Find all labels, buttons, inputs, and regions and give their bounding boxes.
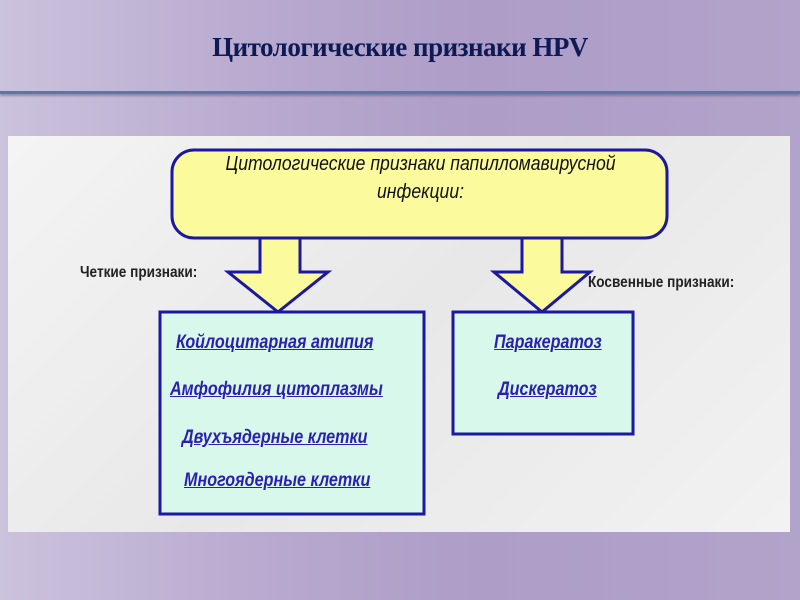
- right-item: Дискератоз: [498, 379, 597, 400]
- left-item: Двухъядерные клетки: [182, 427, 368, 448]
- left-item: Многоядерные клетки: [184, 470, 371, 491]
- slide-title: Цитологические признаки HPV: [212, 32, 588, 62]
- right-box: [451, 310, 635, 436]
- right-label: Косвенные признаки:: [588, 274, 735, 291]
- left-box: [158, 310, 426, 516]
- right-item: Паракератоз: [494, 332, 602, 353]
- diagram-panel: Цитологические признаки папилломавирусно…: [8, 136, 790, 532]
- left-label: Четкие признаки:: [80, 264, 198, 281]
- left-item: Амфофилия цитоплазмы: [170, 379, 383, 400]
- title-divider: [0, 91, 800, 94]
- root-text: Цитологические признаки папилломавирусно…: [225, 153, 616, 203]
- arrow-right: [489, 236, 595, 314]
- diagram-shapes: [158, 148, 669, 516]
- root-box: [170, 148, 669, 240]
- arrow-left: [223, 236, 333, 314]
- left-item: Койлоцитарная атипия: [176, 332, 374, 353]
